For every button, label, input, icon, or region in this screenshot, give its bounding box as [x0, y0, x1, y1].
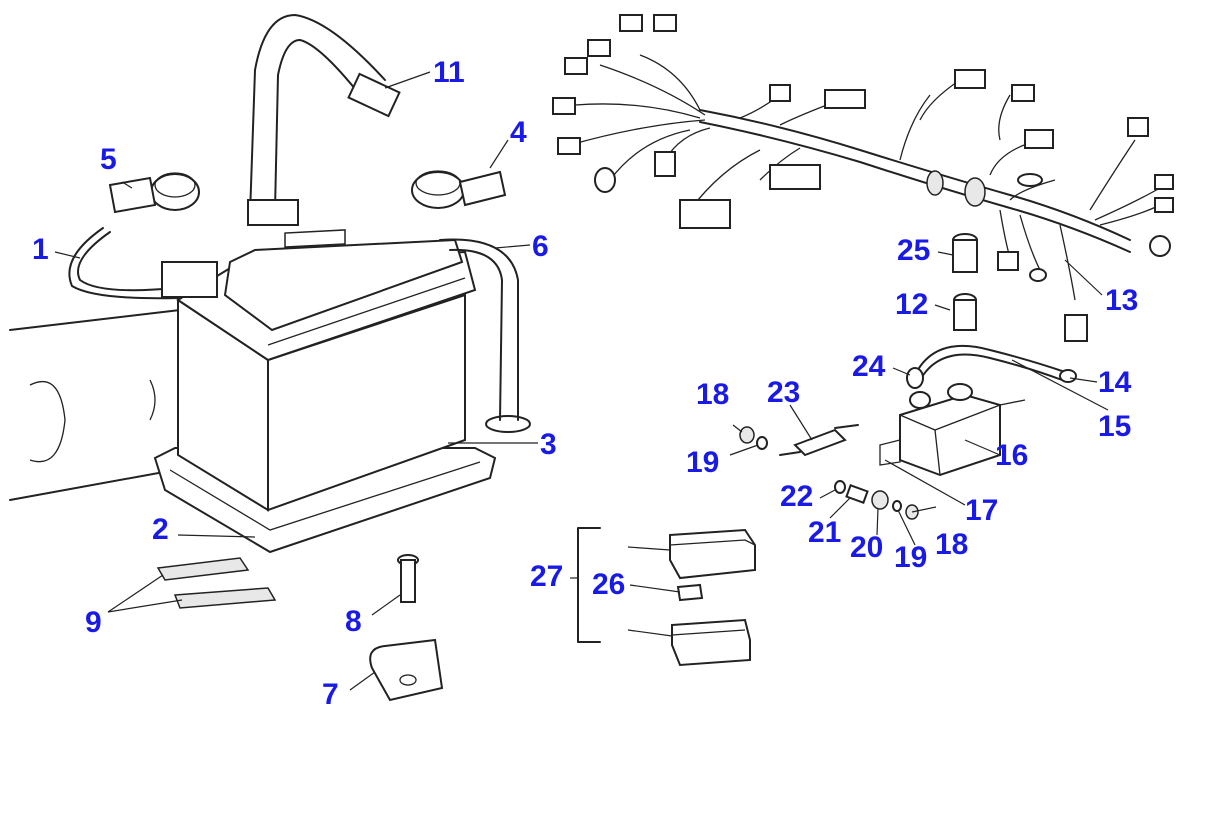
callout-18-lower: 18	[935, 528, 969, 561]
chassis-rail	[9, 309, 181, 501]
terminal-clamp-positive	[411, 170, 507, 209]
bolt	[397, 554, 419, 603]
callout-21: 21	[808, 516, 842, 549]
callout-14: 14	[1098, 366, 1132, 399]
callout-7: 7	[322, 678, 339, 711]
callout-24: 24	[852, 350, 886, 383]
callout-12: 12	[895, 288, 929, 321]
callout-6: 6	[532, 230, 549, 263]
callout-20: 20	[850, 531, 884, 564]
callout-3: 3	[540, 428, 557, 461]
callout-26: 26	[592, 568, 626, 601]
callout-9: 9	[85, 606, 102, 639]
callout-18-upper: 18	[696, 378, 730, 411]
callout-19-lower: 19	[894, 541, 928, 574]
mounting-bracket	[779, 424, 859, 457]
callout-2: 2	[152, 513, 169, 546]
callout-15: 15	[1098, 410, 1132, 443]
callout-5: 5	[100, 143, 117, 176]
callout-4: 4	[510, 116, 527, 149]
fuse-box	[669, 528, 756, 667]
battery-strap	[247, 14, 401, 226]
callout-22: 22	[780, 480, 814, 513]
coil-lead	[906, 344, 1077, 389]
callout-13: 13	[1105, 284, 1139, 317]
callout-1: 1	[32, 233, 49, 266]
battery	[176, 229, 477, 512]
group-bracket	[577, 527, 601, 643]
hold-down-bracket	[369, 638, 444, 702]
positive-cable	[439, 238, 531, 433]
bulb-holder-25	[952, 233, 978, 273]
wiring-harness	[552, 14, 1174, 342]
negative-cable	[68, 227, 218, 300]
callout-27: 27	[530, 560, 564, 593]
terminal-clamp-negative	[108, 172, 200, 214]
callout-17: 17	[965, 494, 999, 527]
callout-19-upper: 19	[686, 446, 720, 479]
callout-25: 25	[897, 234, 931, 267]
callout-11: 11	[433, 56, 465, 89]
callout-16: 16	[995, 439, 1029, 472]
bulb-holder-12	[953, 293, 977, 331]
callout-23: 23	[767, 376, 801, 409]
rubber-pads	[156, 557, 277, 609]
callout-8: 8	[345, 605, 362, 638]
leader-lines	[54, 71, 1109, 691]
